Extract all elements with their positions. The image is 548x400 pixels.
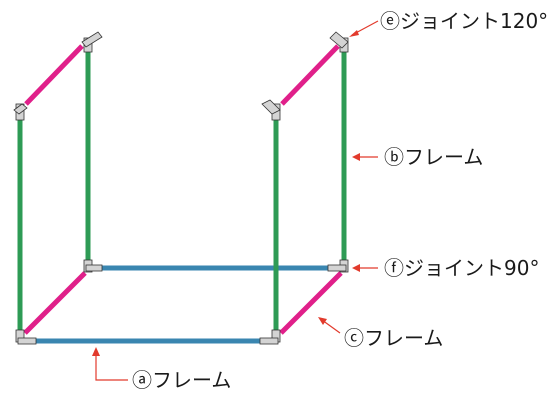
- arrow-joint-90: [352, 264, 378, 272]
- joints-f: [15, 259, 349, 345]
- label-joint-120: ⓔジョイント120°: [380, 9, 548, 33]
- joint-120-top-left-front: [13, 103, 28, 121]
- joint-120-top-right-front: [261, 99, 281, 121]
- frame-c-bottom-right: [279, 271, 343, 335]
- label-frame-b: ⓑフレーム: [384, 145, 484, 169]
- joints-e: [13, 31, 349, 121]
- frames-b: [17, 44, 347, 338]
- arrow-joint-120: [349, 20, 379, 37]
- joint-90-bottom-left-back: [83, 259, 103, 273]
- joint-120-top-right-back: [329, 31, 349, 53]
- frames-a: [24, 265, 344, 344]
- joint-90-bottom-right-front: [259, 329, 281, 345]
- arrow-frame-b: [352, 153, 378, 161]
- label-frame-a: ⓐフレーム: [132, 368, 232, 392]
- arrow-frame-a: [92, 347, 128, 381]
- label-joint-90: ⓕジョイント90°: [384, 256, 540, 280]
- label-frame-c: ⓒフレーム: [344, 326, 444, 350]
- frame-c-bottom-left: [23, 271, 87, 335]
- joint-90-bottom-right-back: [327, 259, 349, 273]
- joint-90-bottom-left-front: [15, 329, 37, 345]
- frames-c: [23, 44, 343, 335]
- arrow-frame-c: [318, 317, 341, 334]
- frame-c-top-left: [24, 44, 84, 106]
- frame-c-top-right: [280, 44, 340, 106]
- joint-120-top-left-back: [81, 31, 103, 53]
- pointer-arrows: [92, 20, 379, 381]
